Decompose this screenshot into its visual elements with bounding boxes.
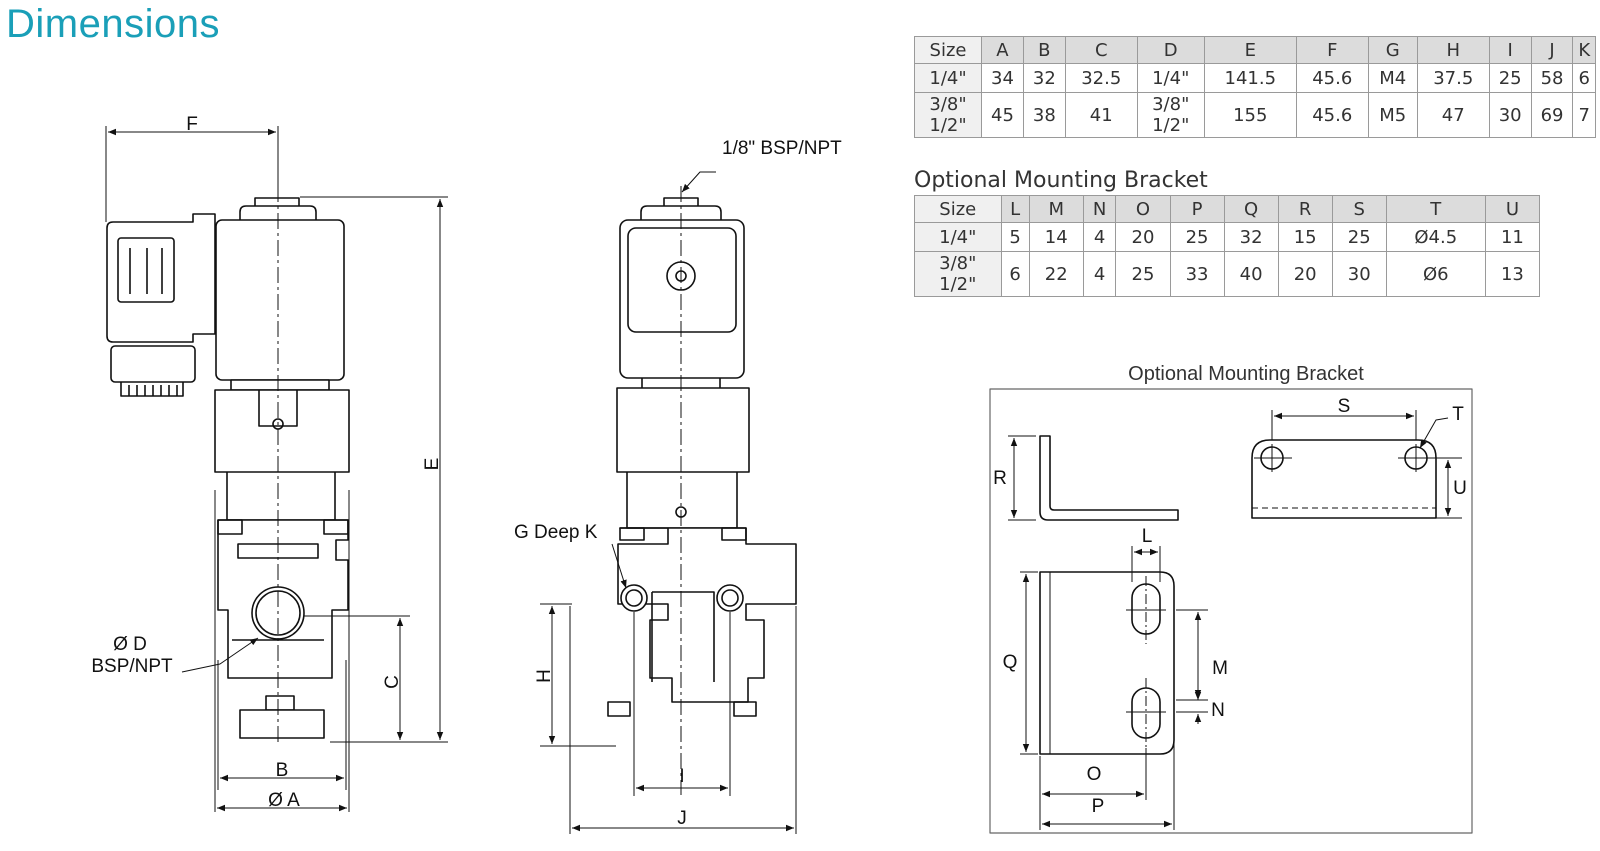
table-cell: 37.5 <box>1416 63 1490 93</box>
table-cell: 25 <box>1169 222 1225 252</box>
column-header-q: Q <box>1223 195 1279 223</box>
label-f: F <box>186 114 198 135</box>
table-cell: M5 <box>1367 92 1418 138</box>
column-header-e: E <box>1203 36 1297 64</box>
column-header-g: G <box>1367 36 1418 64</box>
bracket-drawing-frame <box>989 388 1473 834</box>
label-d: Ø D <box>113 634 147 655</box>
column-header-u: U <box>1484 195 1541 223</box>
table-cell: Ø6 <box>1385 251 1486 297</box>
table-cell: 47 <box>1416 92 1490 138</box>
column-header-f: F <box>1295 36 1369 64</box>
table-cell: 30 <box>1331 251 1387 297</box>
table-cell: 22 <box>1028 251 1084 297</box>
bracket-table-title: Optional Mounting Bracket <box>914 168 1208 193</box>
bracket-drawing-title: Optional Mounting Bracket <box>1128 363 1364 385</box>
table-cell: 13 <box>1484 251 1541 297</box>
table-cell: 58 <box>1530 63 1574 93</box>
label-s: S <box>1338 396 1351 417</box>
table-cell: 141.5 <box>1203 63 1297 93</box>
label-u: U <box>1453 478 1467 499</box>
table-cell: 11 <box>1484 222 1541 252</box>
table-cell: 7 <box>1572 92 1596 138</box>
size-cell: 1/4" <box>913 63 983 93</box>
column-header-l: L <box>1000 195 1030 223</box>
valve-side-view <box>607 197 797 717</box>
page-title: Dimensions <box>6 2 220 46</box>
label-q: Q <box>1003 652 1018 673</box>
label-e: E <box>422 458 443 471</box>
table-cell: 34 <box>981 63 1024 93</box>
table-cell: 38 <box>1022 92 1066 138</box>
label-l: L <box>1142 526 1153 547</box>
column-header-m: M <box>1028 195 1084 223</box>
label-port-top: 1/8" BSP/NPT <box>722 138 842 159</box>
column-header-d: D <box>1136 36 1205 64</box>
label-r: R <box>993 468 1007 489</box>
table-cell: 14 <box>1028 222 1084 252</box>
table-cell: 69 <box>1530 92 1574 138</box>
column-header-a: A <box>981 36 1024 64</box>
column-header-j: J <box>1530 36 1574 64</box>
column-header-t: T <box>1385 195 1486 223</box>
label-h: H <box>534 669 555 683</box>
size-cell: 3/8" 1/2" <box>913 92 983 138</box>
label-n: N <box>1211 700 1225 721</box>
table-cell: M4 <box>1367 63 1418 93</box>
table-cell: 6 <box>1000 251 1030 297</box>
label-c: C <box>382 675 403 689</box>
table-cell: 25 <box>1488 63 1532 93</box>
label-o: O <box>1087 764 1102 785</box>
table-cell: 25 <box>1331 222 1387 252</box>
table-cell: 45 <box>981 92 1024 138</box>
column-header-o: O <box>1115 195 1171 223</box>
column-header-r: R <box>1277 195 1333 223</box>
column-header-p: P <box>1169 195 1225 223</box>
column-header-c: C <box>1064 36 1138 64</box>
bracket-plan-view <box>1039 571 1175 755</box>
table-cell: 41 <box>1064 92 1138 138</box>
table-cell: 30 <box>1488 92 1532 138</box>
label-j: J <box>677 808 687 829</box>
column-header-n: N <box>1082 195 1117 223</box>
label-b: B <box>276 760 289 781</box>
size-cell: 3/8" 1/2" <box>914 251 1002 297</box>
table-cell: 4 <box>1082 251 1117 297</box>
table-cell: 6 <box>1572 63 1596 93</box>
size-cell: 1/4" <box>914 222 1002 252</box>
column-header-i: I <box>1488 36 1532 64</box>
column-header-s: S <box>1331 195 1387 223</box>
column-header-size: Size <box>913 36 983 64</box>
table-cell: 33 <box>1169 251 1225 297</box>
table-cell: 40 <box>1223 251 1279 297</box>
table-cell: 32 <box>1022 63 1066 93</box>
table-cell: 3/8" 1/2" <box>1136 92 1205 138</box>
label-d-thread: BSP/NPT <box>91 656 173 677</box>
column-header-h: H <box>1416 36 1490 64</box>
label-t: T <box>1452 404 1464 425</box>
table-cell: 45.6 <box>1295 63 1369 93</box>
label-p: P <box>1092 796 1105 817</box>
bracket-front-profile <box>1251 439 1437 519</box>
label-i: I <box>679 766 684 787</box>
bracket-side-profile <box>1039 435 1179 521</box>
table-cell: 20 <box>1115 222 1171 252</box>
label-g: G Deep K <box>514 522 598 543</box>
column-header-k: K <box>1572 36 1596 64</box>
label-m: M <box>1212 658 1228 679</box>
table-cell: 155 <box>1203 92 1297 138</box>
label-a: Ø A <box>268 790 300 811</box>
